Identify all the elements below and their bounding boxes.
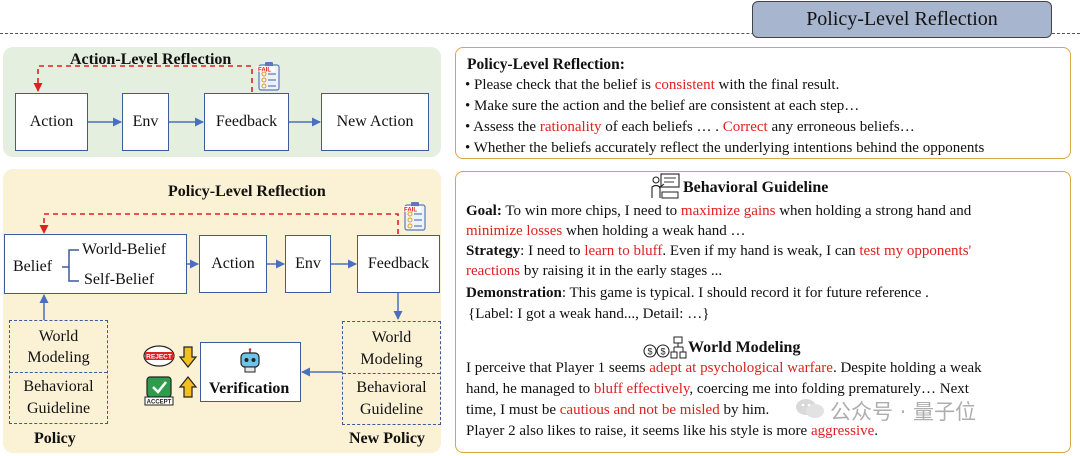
new-policy-guideline-label: Guideline — [359, 401, 424, 418]
guideline-box — [455, 171, 1071, 453]
policy-level-panel — [3, 169, 441, 453]
reflection-bullet-2: • Make sure the action and the belief ar… — [465, 98, 860, 114]
world-modeling-line-3: time, I must be cautious and not be misl… — [466, 402, 770, 418]
policy-box: World Modeling Behavioral Guideline — [9, 320, 108, 424]
reflection-bullet-3: • Assess the rationality of each beliefs… — [465, 119, 915, 135]
new-policy-box-divider — [343, 373, 440, 374]
policy-feedback-node: Feedback — [357, 235, 440, 293]
guideline-title: Behavioral Guideline — [683, 179, 829, 196]
policy-modeling-label: Modeling — [27, 349, 90, 366]
svg-text:REJECT: REJECT — [146, 354, 172, 361]
action-node: Action — [15, 93, 88, 151]
header-dashed-line — [0, 33, 1080, 34]
policy-label: Policy — [34, 430, 76, 447]
world-belief-label: World-Belief — [82, 241, 167, 258]
policy-box-divider — [10, 372, 107, 373]
world-modeling-title: World Modeling — [688, 339, 801, 356]
fail-clipboard-icon: FAIL — [257, 61, 283, 91]
new-policy-behavioral-label: Behavioral — [356, 379, 427, 396]
demonstration-line-1: Demonstration: This game is typical. I s… — [466, 285, 929, 301]
svg-text:ACCEPT: ACCEPT — [147, 400, 172, 406]
svg-text:FAIL: FAIL — [258, 68, 271, 74]
down-arrow-icon — [178, 346, 198, 368]
watermark-logo-icon — [795, 396, 825, 422]
header-title-box: Policy-Level Reflection — [752, 1, 1052, 38]
env-node: Env — [122, 93, 169, 151]
up-arrow-icon — [178, 376, 198, 398]
belief-label: Belief — [13, 258, 53, 275]
verification-label: Verification — [209, 380, 290, 397]
belief-group — [4, 234, 187, 294]
strategy-line-1: Strategy: I need to learn to bluff. Even… — [466, 243, 972, 259]
new-policy-modeling-label: Modeling — [360, 351, 423, 368]
world-modeling-line-1: I perceive that Player 1 seems adept at … — [466, 360, 982, 376]
goal-line-1: Goal: To win more chips, I need to maxim… — [466, 203, 972, 219]
policy-behavioral-label: Behavioral — [23, 378, 94, 395]
world-modeling-line-4: Player 2 also likes to raise, it seems l… — [466, 423, 879, 439]
belief-bracket — [62, 249, 79, 282]
reflection-title: Policy-Level Reflection: — [467, 56, 625, 73]
world-modeling-line-2: hand, he managed to bluff effectively, c… — [466, 381, 969, 397]
new-action-node: New Action — [321, 93, 429, 151]
policy-guideline-label: Guideline — [26, 400, 91, 417]
policy-world-label: World — [38, 328, 79, 345]
policy-reflection-loop — [39, 213, 399, 234]
reflection-bullet-4: • Whether the beliefs accurately reflect… — [465, 140, 985, 156]
accept-badge-icon: ACCEPT — [144, 376, 174, 406]
svg-text:FAIL: FAIL — [404, 208, 417, 214]
action-reflection-loop — [33, 65, 253, 92]
money-network-icon: $ $ — [643, 335, 687, 361]
svg-text:$: $ — [647, 347, 652, 357]
new-policy-label: New Policy — [349, 430, 425, 447]
policy-level-title: Policy-Level Reflection — [168, 183, 326, 200]
action-level-title: Action-Level Reflection — [70, 51, 232, 68]
header-title: Policy-Level Reflection — [806, 8, 998, 30]
demonstration-line-2: {Label: I got a weak hand..., Detail: …} — [468, 306, 710, 322]
reflection-bullet-1: • Please check that the belief is consis… — [465, 77, 840, 93]
robot-icon — [237, 348, 263, 374]
goal-line-2: minimize losses when holding a weak hand… — [466, 223, 746, 239]
new-policy-box: World Modeling Behavioral Guideline — [342, 321, 441, 425]
self-belief-label: Self-Belief — [84, 271, 155, 288]
new-policy-world-label: World — [371, 329, 412, 346]
watermark: 公众号 · 量子位 — [830, 400, 977, 424]
policy-env-node: Env — [285, 235, 331, 293]
reject-badge-icon: REJECT — [143, 345, 175, 367]
svg-text:$: $ — [660, 347, 665, 357]
feedback-node: Feedback — [204, 93, 289, 151]
reflection-box — [455, 47, 1071, 159]
strategy-line-2: reactions by raising it in the early sta… — [466, 263, 723, 279]
fail-clipboard-icon: FAIL — [403, 201, 429, 231]
policy-action-node: Action — [199, 235, 267, 293]
teacher-icon — [650, 173, 680, 199]
